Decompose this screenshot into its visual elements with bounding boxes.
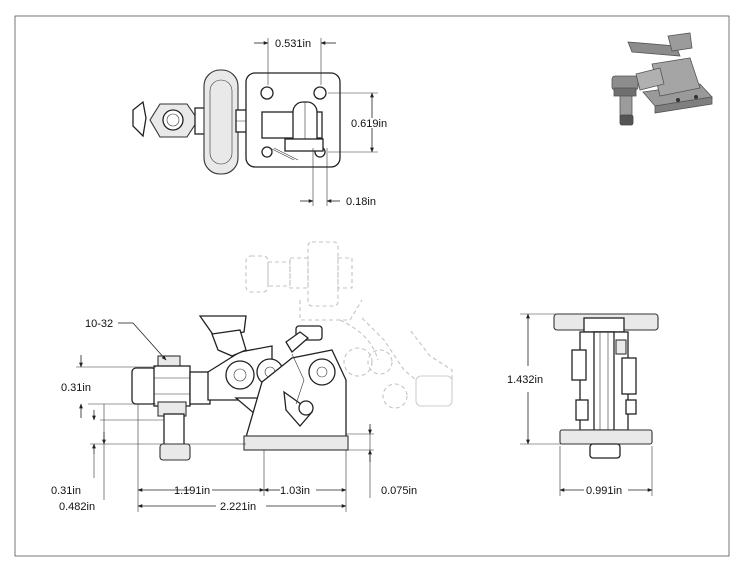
dim-thread-callout: 10-32	[85, 318, 113, 330]
top-view: 0.531in 0.619in 0.18in	[132, 38, 387, 208]
dim-front-offset-upper: 0.31in	[61, 382, 91, 394]
dim-side-height: 1.432in	[507, 374, 543, 386]
front-view-spindle	[131, 355, 211, 461]
dim-front-spindle: 0.482in	[59, 501, 95, 513]
front-view: 10-32 0.31in 0.31in 0.482in 1.191in	[51, 241, 453, 513]
top-view-handle	[203, 69, 239, 175]
side-view-base-plate	[559, 429, 653, 445]
top-view-lever	[261, 101, 324, 161]
side-view-body	[571, 331, 637, 431]
dim-top-height: 0.619in	[351, 118, 387, 130]
dim-front-reach: 1.191in	[174, 485, 210, 497]
isometric-render	[611, 32, 713, 126]
dim-top-width: 0.531in	[275, 38, 311, 50]
front-view-open-position-phantom	[245, 241, 453, 409]
sheet-border	[14, 15, 730, 557]
dim-front-offset-lower: 0.31in	[51, 485, 81, 497]
dim-side-width: 0.991in	[586, 485, 622, 497]
side-view: 1.432in 0.991in	[507, 313, 659, 497]
front-view-body	[243, 325, 349, 451]
dim-front-plate: 0.075in	[381, 485, 417, 497]
dim-top-slot: 0.18in	[346, 196, 376, 208]
dim-front-overall: 2.221in	[220, 501, 256, 513]
top-view-spindle-nut	[132, 100, 208, 138]
dim-front-base: 1.03in	[280, 485, 310, 497]
front-view-handle	[198, 315, 247, 357]
